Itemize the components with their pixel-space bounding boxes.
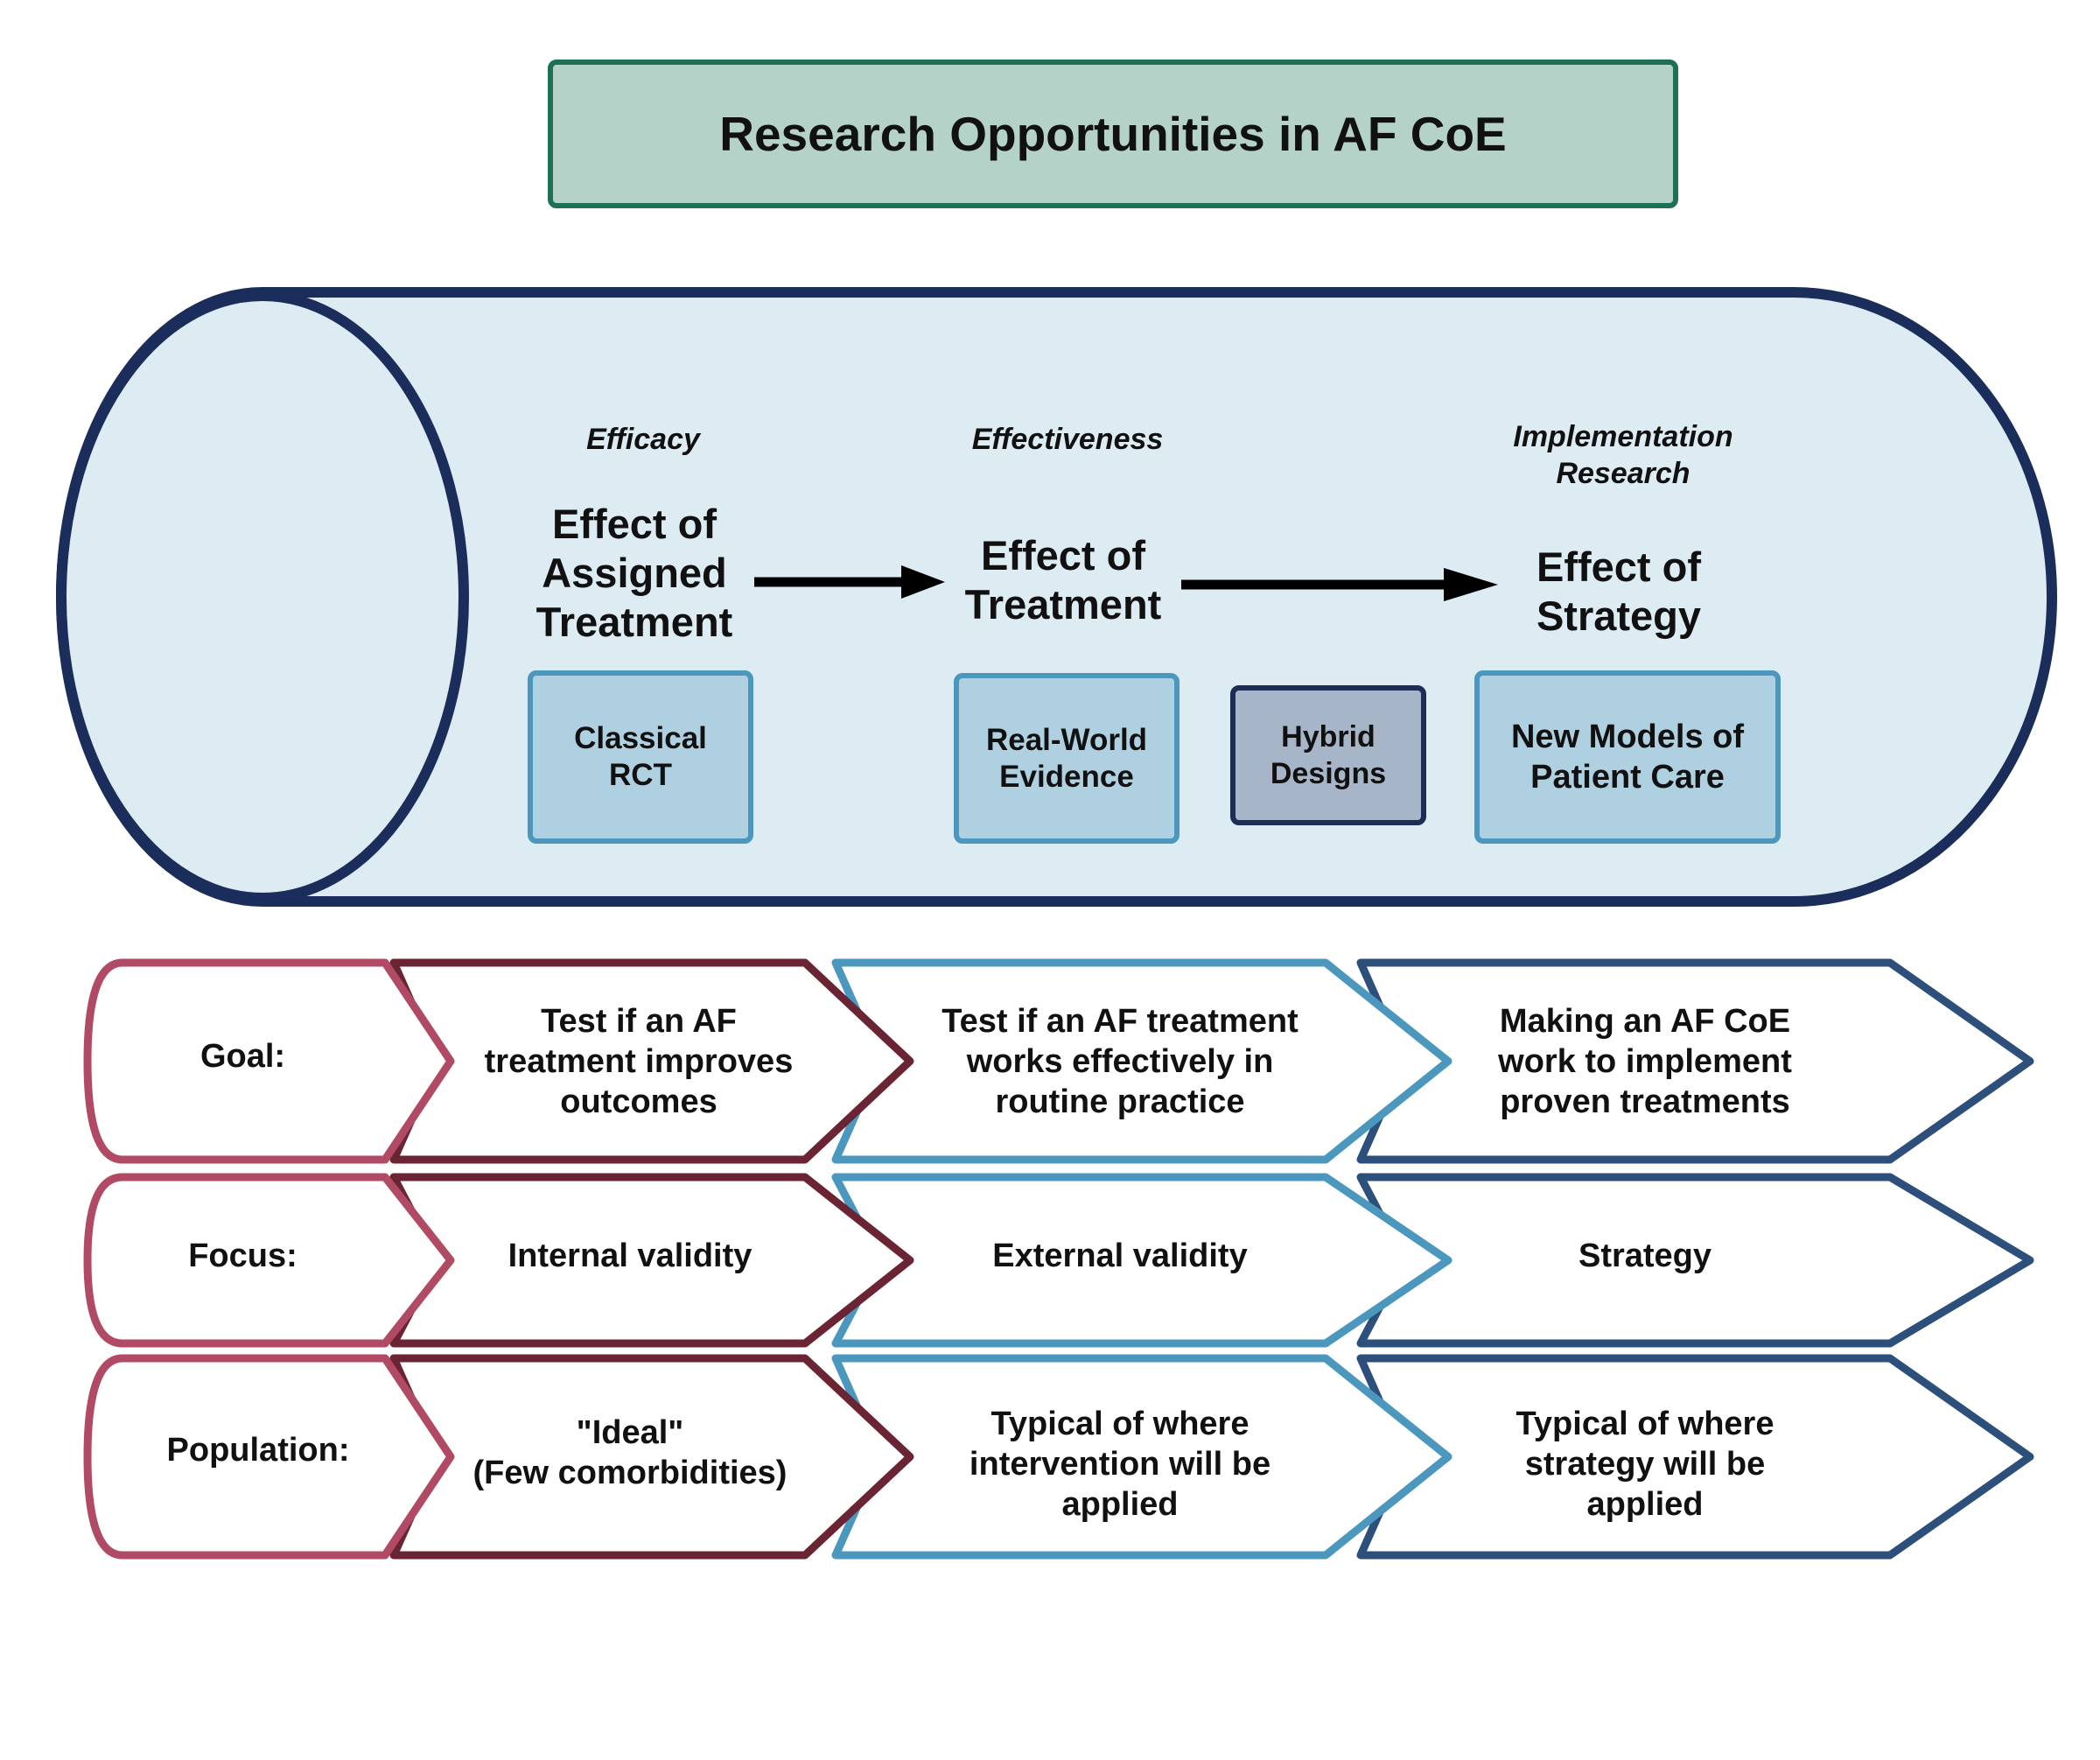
stage-label-assigned-treatment: Effect of Assigned Treatment	[536, 501, 733, 645]
stage-label-treatment: Effect of Treatment	[964, 531, 1162, 628]
focus-efficacy-cell: Internal validity	[508, 1238, 752, 1274]
stage-category-implementation: Implementation Research	[1513, 420, 1733, 490]
method-classical-rct: Classical RCT	[528, 670, 753, 844]
goal-effectiveness-cell: Test if an AF treatment works effectivel…	[942, 1002, 1298, 1120]
chevron-rows	[83, 958, 2034, 1560]
goal-implementation-cell: Making an AF CoE work to implement prove…	[1498, 1002, 1792, 1120]
stage-category-effectiveness: Effectiveness	[971, 423, 1164, 456]
focus-implementation-cell: Strategy	[1578, 1238, 1712, 1274]
goal-label-chevron	[83, 958, 455, 1164]
population-label-chevron	[83, 1354, 455, 1560]
row-label-population: Population:	[166, 1432, 350, 1469]
stage-label-strategy: Effect of Strategy	[1536, 543, 1702, 639]
stage-arrow-2	[1181, 568, 1498, 601]
cylinder-end-ellipse	[56, 291, 469, 903]
population-implementation-cell: Typical of where strategy will be applie…	[1516, 1405, 1774, 1523]
population-efficacy-cell: "Ideal" (Few comorbidities)	[472, 1414, 788, 1491]
row-label-goal: Goal:	[200, 1038, 286, 1075]
population-effectiveness-cell: Typical of where intervention will be ap…	[969, 1405, 1271, 1523]
method-hybrid-designs: Hybrid Designs	[1230, 685, 1426, 825]
method-new-models-patient-care: New Models of Patient Care	[1474, 670, 1781, 844]
diagram-title: Research Opportunities in AF CoE	[548, 60, 1678, 208]
focus-effectiveness-cell: External validity	[992, 1238, 1248, 1274]
focus-label-chevron	[83, 1173, 455, 1348]
stage-arrow-1	[754, 565, 945, 599]
stage-category-efficacy: Efficacy	[586, 423, 700, 456]
goal-efficacy-cell: Test if an AF treatment improves outcome…	[484, 1002, 794, 1120]
method-real-world-evidence: Real-World Evidence	[954, 673, 1180, 844]
row-label-focus: Focus:	[188, 1237, 298, 1274]
